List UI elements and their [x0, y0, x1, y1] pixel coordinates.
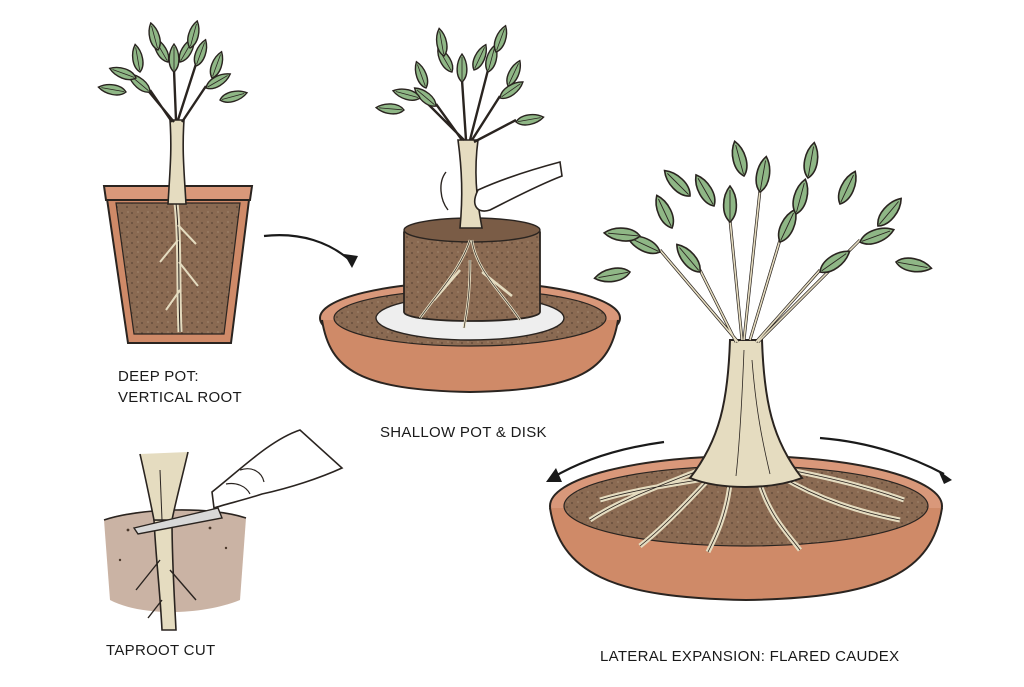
arrow-to-shallow	[263, 234, 353, 263]
lateral-expansion-panel	[549, 138, 943, 602]
shallow-pot-panel	[319, 23, 621, 394]
shallow-pot-label: SHALLOW POT & DISK	[380, 424, 547, 441]
deep-pot-label: DEEP POT: VERTICAL ROOT	[118, 366, 242, 408]
taproot-cut-label: TAPROOT CUT	[106, 642, 216, 659]
taproot-cut-panel	[103, 429, 344, 631]
deep-pot-label-line2: VERTICAL ROOT	[118, 389, 242, 406]
arrow-expand-left	[551, 440, 665, 479]
lateral-expansion-label: LATERAL EXPANSION: FLARED CAUDEX	[600, 648, 900, 665]
deep-pot-label-line1: DEEP POT:	[118, 368, 199, 385]
arrow-expand-right	[819, 436, 945, 475]
deep-pot-panel	[96, 18, 254, 344]
